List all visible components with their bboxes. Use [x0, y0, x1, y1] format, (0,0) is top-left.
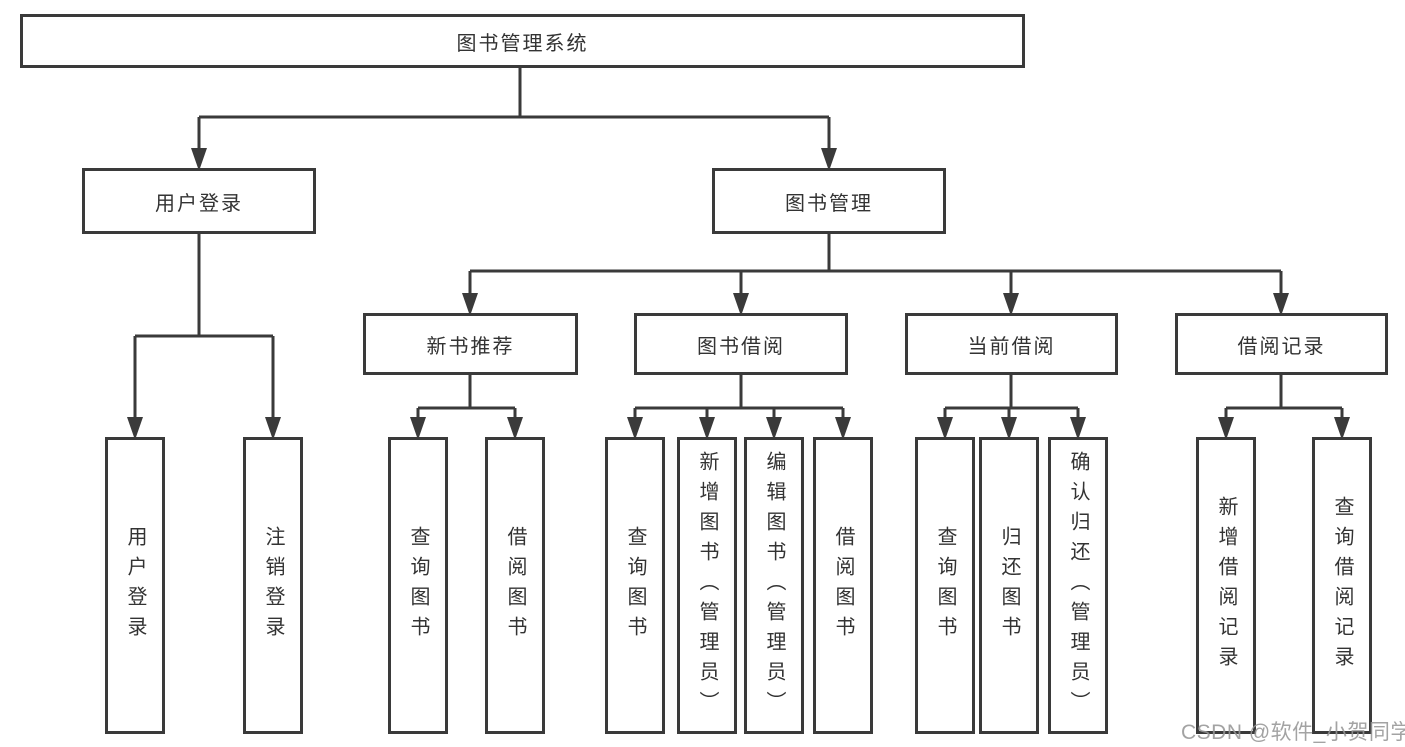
leaf-add-books-admin-label: 新增图书（管理员）: [696, 450, 718, 721]
leaf-borrow-books: 借阅图书: [813, 437, 873, 734]
leaf-return-books: 归还图书: [979, 437, 1039, 734]
leaf-logout-label: 注销登录: [262, 525, 284, 646]
leaf-query-books-borrowing-label: 查询图书: [624, 525, 646, 646]
leaf-query-books-recommend-label: 查询图书: [407, 525, 429, 646]
leaf-add-books-admin: 新增图书（管理员）: [677, 437, 737, 734]
node-system-root: 图书管理系统: [20, 14, 1025, 68]
leaf-borrow-books-recommend-label: 借阅图书: [504, 525, 526, 646]
node-book-management: 图书管理: [712, 168, 946, 234]
leaf-edit-books-admin-label: 编辑图书（管理员）: [763, 450, 785, 721]
node-current-borrowing: 当前借阅: [905, 313, 1118, 375]
leaf-query-borrow-record-label: 查询借阅记录: [1331, 495, 1353, 676]
leaf-edit-books-admin: 编辑图书（管理员）: [744, 437, 804, 734]
node-new-book-recommend: 新书推荐: [363, 313, 578, 375]
node-book-borrowing-label: 图书借阅: [697, 335, 785, 358]
leaf-query-books-borrowing: 查询图书: [605, 437, 665, 734]
node-user-login-label: 用户登录: [155, 192, 243, 215]
leaf-user-login: 用户登录: [105, 437, 165, 734]
node-book-borrowing: 图书借阅: [634, 313, 848, 375]
leaf-query-books-current-label: 查询图书: [934, 525, 956, 646]
leaf-query-books-recommend: 查询图书: [388, 437, 448, 734]
node-user-login: 用户登录: [82, 168, 316, 234]
node-system-root-label: 图书管理系统: [456, 32, 589, 55]
node-new-book-recommend-label: 新书推荐: [426, 335, 515, 358]
leaf-query-borrow-record: 查询借阅记录: [1312, 437, 1372, 734]
arrowheads: [127, 148, 1350, 440]
leaf-logout: 注销登录: [243, 437, 303, 734]
leaf-add-borrow-record: 新增借阅记录: [1196, 437, 1256, 734]
leaf-return-books-label: 归还图书: [998, 525, 1020, 646]
leaf-borrow-books-label: 借阅图书: [832, 525, 854, 646]
leaf-user-login-label: 用户登录: [124, 525, 146, 646]
node-borrowing-records: 借阅记录: [1175, 313, 1388, 375]
csdn-watermark: CSDN @软件_小贺同学: [1181, 721, 1405, 744]
node-current-borrowing-label: 当前借阅: [967, 335, 1056, 358]
leaf-query-books-current: 查询图书: [915, 437, 975, 734]
node-borrowing-records-label: 借阅记录: [1237, 335, 1326, 358]
leaf-confirm-return-admin-label: 确认归还（管理员）: [1067, 450, 1089, 721]
node-book-management-label: 图书管理: [785, 192, 873, 215]
leaf-add-borrow-record-label: 新增借阅记录: [1215, 495, 1237, 676]
leaf-borrow-books-recommend: 借阅图书: [485, 437, 545, 734]
leaf-confirm-return-admin: 确认归还（管理员）: [1048, 437, 1108, 734]
